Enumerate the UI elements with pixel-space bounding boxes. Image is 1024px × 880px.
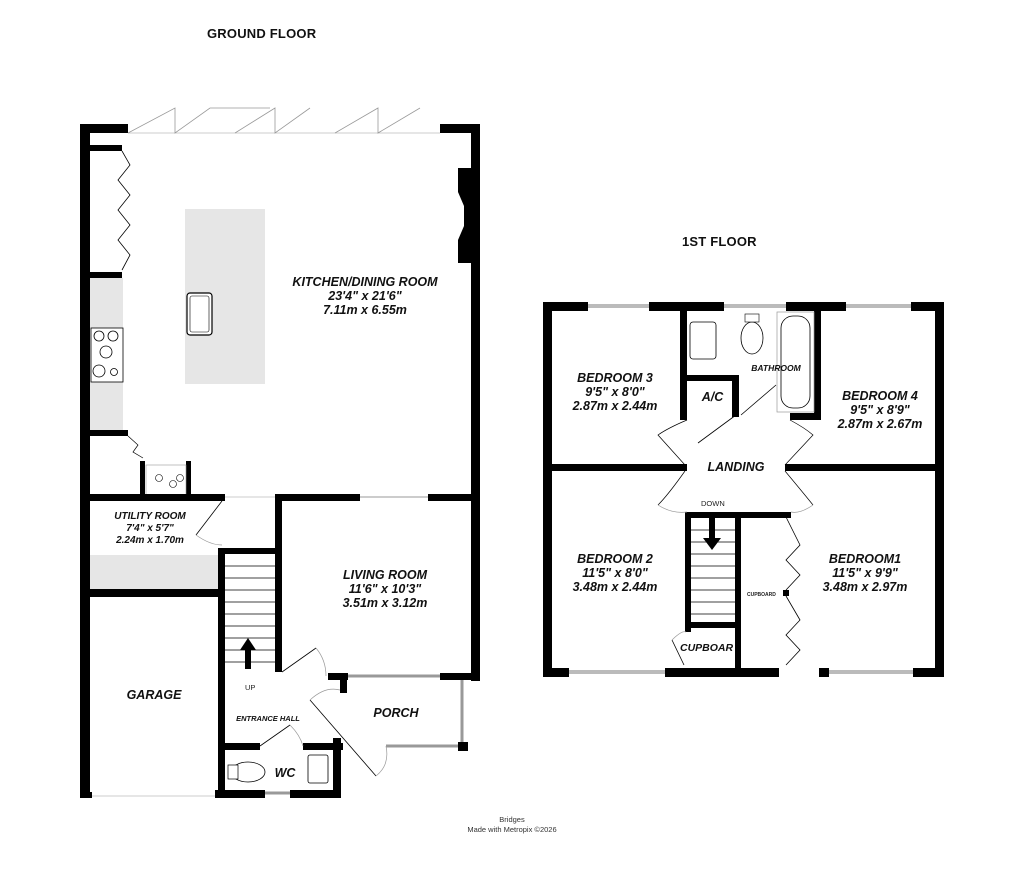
first-floor-title: 1ST FLOOR [682, 234, 757, 249]
room-dimensions-metric: 3.51m x 3.12m [342, 596, 428, 610]
first-floor-plan [543, 302, 944, 677]
room-label-bathroom: BATHROOM [745, 361, 807, 375]
room-label-kitchen: KITCHEN/DINING ROOM 23'4" x 21'6" 7.11m … [265, 275, 465, 317]
room-name: CUPBOAR [680, 642, 734, 654]
room-label-bedroom2: BEDROOM 2 11'5" x 8'0" 3.48m x 2.44m [560, 552, 670, 594]
room-label-landing: LANDING [700, 460, 772, 474]
ground-floor-plan [80, 107, 480, 798]
room-label-cupboard: CUPBOAR [680, 641, 740, 655]
room-label-ac: A/C [695, 390, 730, 404]
room-label-bedroom4: BEDROOM 4 9'5" x 8'9" 2.87m x 2.67m [825, 389, 935, 431]
room-label-living: LIVING ROOM 11'6" x 10'3" 3.51m x 3.12m [310, 568, 460, 610]
room-dimensions-metric: 2.87m x 2.44m [572, 399, 658, 413]
footer-credit: Made with Metropix ©2026 [467, 825, 557, 834]
stairs-down-label: DOWN [701, 499, 725, 508]
room-dimensions-metric: 3.48m x 2.44m [572, 580, 658, 594]
room-name: KITCHEN/DINING ROOM [292, 275, 438, 289]
room-label-entrance-hall: ENTRANCE HALL [228, 712, 308, 726]
ground-floor-title: GROUND FLOOR [207, 26, 317, 41]
room-name: BATHROOM [751, 363, 801, 373]
room-dimensions-imperial: 9'5" x 8'0" [585, 385, 645, 399]
room-name: BEDROOM 3 [577, 371, 653, 385]
room-label-cupboard-small: CUPBOARD [747, 592, 776, 598]
room-name: UTILITY ROOM [114, 511, 186, 522]
room-name: WC [274, 766, 296, 780]
room-label-bedroom3: BEDROOM 3 9'5" x 8'0" 2.87m x 2.44m [560, 371, 670, 413]
room-dimensions-imperial: 9'5" x 8'9" [850, 403, 910, 417]
footer-agent-name: Bridges [499, 815, 525, 824]
room-dimensions-metric: 2.24m x 1.70m [116, 535, 184, 546]
room-dimensions-metric: 7.11m x 6.55m [323, 303, 407, 317]
room-label-bedroom1: BEDROOM1 11'5" x 9'9" 3.48m x 2.97m [805, 552, 925, 594]
room-name: LANDING [707, 460, 765, 474]
room-label-porch: PORCH [356, 706, 436, 720]
room-name: LIVING ROOM [342, 568, 428, 582]
room-label-utility: UTILITY ROOM 7'4" x 5'7" 2.24m x 1.70m [90, 511, 210, 547]
room-name: A/C [701, 390, 724, 404]
room-name: PORCH [373, 706, 419, 720]
room-name: BEDROOM 4 [842, 389, 918, 403]
room-dimensions-imperial: 11'6" x 10'3" [348, 582, 422, 596]
room-name: ENTRANCE HALL [236, 714, 300, 723]
room-label-wc: WC [270, 766, 300, 780]
room-dimensions-imperial: 11'5" x 8'0" [582, 566, 648, 580]
footer: Bridges Made with Metropix ©2026 [0, 815, 1024, 835]
room-name: GARAGE [126, 688, 182, 702]
room-dimensions-metric: 2.87m x 2.67m [837, 417, 923, 431]
room-dimensions-imperial: 11'5" x 9'9" [832, 566, 898, 580]
room-name: BEDROOM 2 [577, 552, 653, 566]
room-dimensions-imperial: 7'4" x 5'7" [126, 523, 174, 534]
room-dimensions-metric: 3.48m x 2.97m [822, 580, 908, 594]
room-name: BEDROOM1 [828, 552, 902, 566]
room-label-garage: GARAGE [110, 688, 198, 702]
room-dimensions-imperial: 23'4" x 21'6" [328, 289, 402, 303]
stairs-up-label: UP [245, 683, 256, 692]
